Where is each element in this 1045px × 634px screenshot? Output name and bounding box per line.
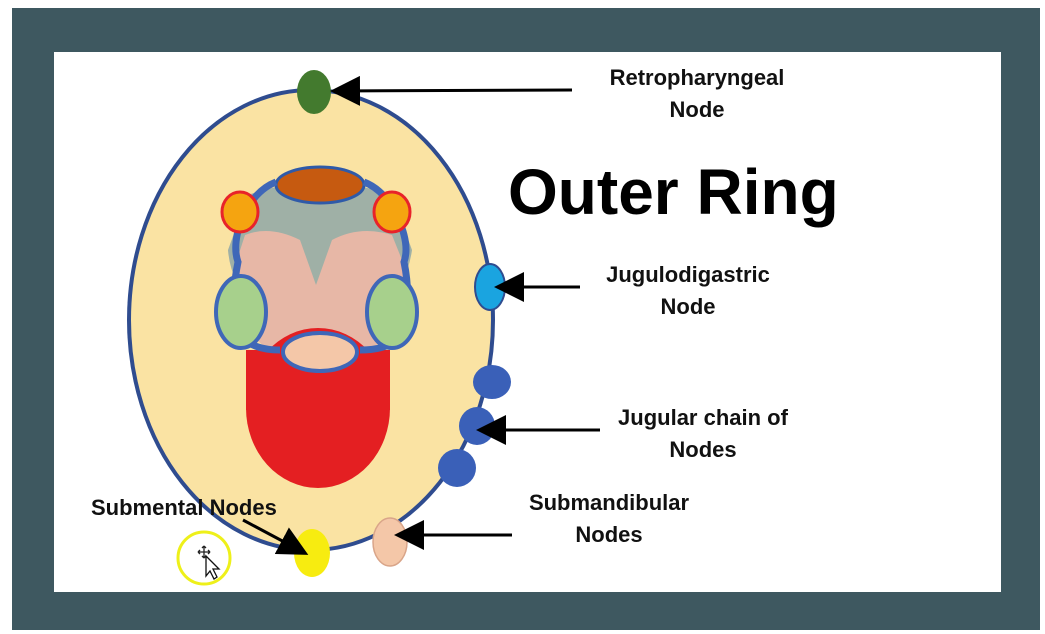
retropharyngeal-label-text: Retropharyngeal Node [610, 65, 785, 122]
adenoid [276, 167, 364, 203]
submandibular-node [373, 518, 407, 566]
submental-label: Submental Nodes [91, 492, 277, 524]
retropharyngeal-arrow [336, 90, 572, 91]
submental-node [294, 529, 330, 577]
tubal-tonsil-left [222, 192, 258, 232]
jugulodigastric-label-text: Jugulodigastric Node [606, 262, 770, 319]
submandibular-label: Submandibular Nodes [514, 487, 704, 551]
jugular-chain-node-3 [438, 449, 476, 487]
submental-label-text: Submental Nodes [91, 495, 277, 520]
jugulodigastric-label: Jugulodigastric Node [588, 259, 788, 323]
jugular-chain-node-1 [473, 365, 511, 399]
tubal-tonsil-right [374, 192, 410, 232]
retropharyngeal-node [297, 70, 331, 114]
submandibular-label-text: Submandibular Nodes [529, 490, 689, 547]
retropharyngeal-label: Retropharyngeal Node [582, 62, 812, 126]
jugular-chain-label: Jugular chain of Nodes [603, 402, 803, 466]
jugular-chain-label-text: Jugular chain of Nodes [618, 405, 788, 462]
move-cursor-icon [178, 532, 230, 584]
palatine-tonsil-left [216, 276, 266, 348]
slide-title: Outer Ring [508, 152, 839, 232]
palatine-tonsil-right [367, 276, 417, 348]
jugular-chain-node-2 [459, 407, 495, 445]
lingual-oval [283, 333, 357, 371]
